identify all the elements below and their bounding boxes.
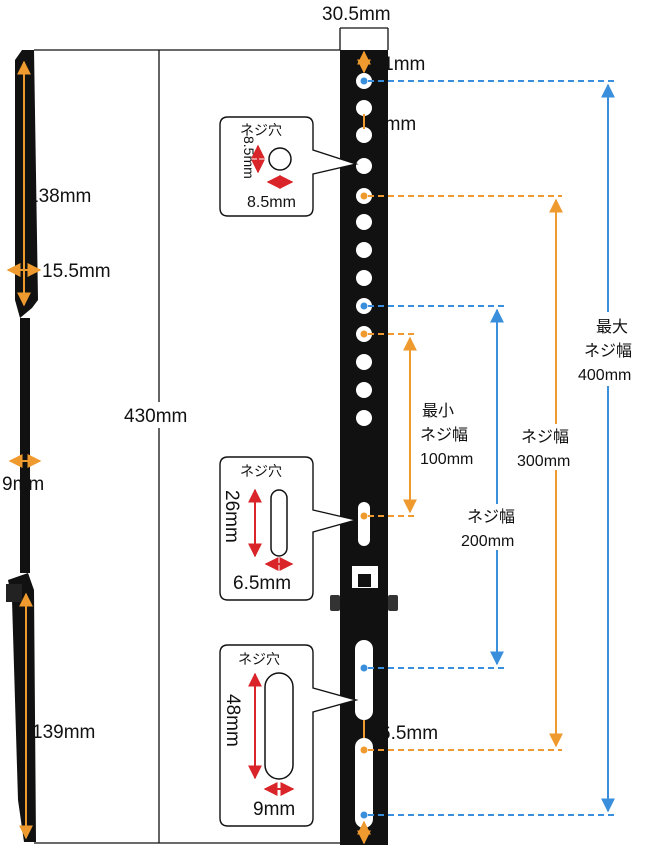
lower-span-label: 139mm: [32, 722, 95, 743]
min-span-dimension: [368, 333, 417, 517]
slot-gap-label: 6.5mm: [380, 723, 438, 744]
panel-height-label: 430mm: [124, 406, 187, 427]
w200-span-dimension: [368, 305, 504, 669]
side-profile-lower: [8, 573, 36, 842]
long-slot-width-label: 9mm: [253, 799, 295, 820]
max-span-dimension: [368, 80, 615, 816]
min-span-line1: 最小: [422, 402, 454, 420]
side-profile-clip: [6, 584, 22, 602]
max-span-line2: ネジ幅: [584, 342, 632, 360]
upper-span-label: 138mm: [28, 186, 91, 207]
long-slot-title: ネジ穴: [238, 651, 280, 667]
left-screw: [330, 595, 340, 611]
w300-span-value: 300mm: [517, 453, 570, 470]
short-slot-height-label: 26mm: [221, 490, 242, 543]
min-span-line2: ネジ幅: [420, 426, 468, 444]
round-hole-column: [356, 73, 372, 426]
round-hole-height-label: 8.5mm: [241, 136, 257, 179]
upper-long-slot: [355, 640, 373, 720]
upper-depth-label: 15.5mm: [42, 261, 111, 282]
w300-span-dimension: [368, 195, 563, 751]
round-hole-callout: [219, 116, 359, 217]
side-profile-upper: [15, 50, 38, 318]
span-reference-dots: [360, 77, 368, 819]
middle-depth-label: 9mm: [2, 474, 44, 495]
long-slot-callout: [219, 644, 359, 827]
bar-width-label: 30.5mm: [322, 4, 391, 25]
short-slot-width-label: 6.5mm: [233, 573, 291, 594]
long-slot-height-label: 48mm: [222, 694, 243, 747]
short-slot: [358, 502, 370, 546]
max-span-value: 400mm: [578, 367, 631, 384]
right-screw: [388, 595, 398, 611]
round-hole-width-label: 8.5mm: [247, 194, 296, 211]
short-slot-title: ネジ穴: [240, 463, 282, 479]
w200-span-value: 200mm: [461, 533, 514, 550]
min-span-value: 100mm: [420, 451, 473, 468]
short-slot-callout: [219, 456, 357, 601]
round-hole-title: ネジ穴: [240, 122, 282, 138]
overall-height-lines: [34, 49, 340, 844]
top-offset-label: 11mm: [374, 54, 425, 75]
bracket-bar: [330, 50, 398, 845]
hole-gap-label: 7mm: [374, 114, 416, 135]
bar-width-dimension: [339, 27, 389, 50]
w300-span-line1: ネジ幅: [521, 428, 569, 446]
lower-long-slot: [355, 738, 373, 828]
side-profile-middle: [20, 318, 30, 573]
latch-knob: [358, 574, 371, 587]
w200-span-line1: ネジ幅: [467, 508, 515, 526]
max-span-line1: 最大: [596, 318, 628, 336]
